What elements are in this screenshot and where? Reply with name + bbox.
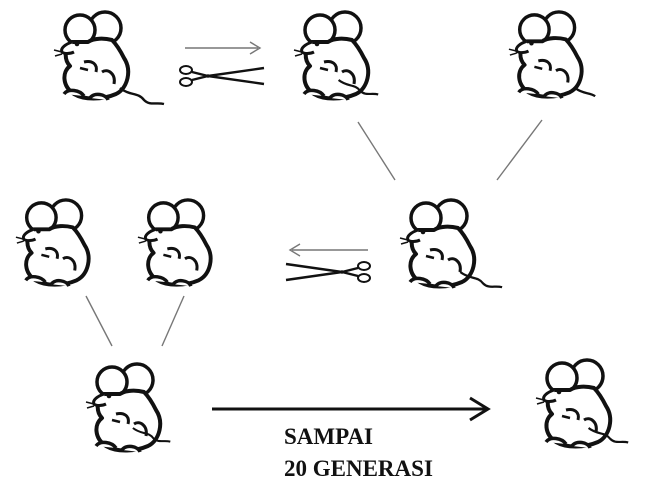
scissors-icon bbox=[284, 260, 372, 284]
connector-line bbox=[161, 295, 185, 347]
mouse-icon bbox=[135, 197, 213, 289]
mouse-icon bbox=[534, 358, 630, 450]
connector-line bbox=[496, 119, 543, 181]
mouse-icon bbox=[506, 9, 597, 101]
connector-line bbox=[85, 295, 113, 347]
mouse-icon bbox=[398, 198, 504, 290]
caption-line-2: 20 GENERASI bbox=[284, 456, 433, 481]
arrow-right-icon bbox=[212, 396, 491, 422]
mouse-icon bbox=[292, 10, 380, 102]
mouse-icon bbox=[84, 362, 172, 454]
arrow-right-icon bbox=[185, 41, 262, 55]
arrow-left-icon bbox=[288, 243, 368, 257]
caption-line-1: SAMPAI bbox=[284, 424, 373, 449]
connector-line bbox=[357, 121, 396, 181]
scissors-icon bbox=[178, 64, 266, 88]
mouse-icon bbox=[13, 197, 91, 289]
mouse-icon bbox=[52, 10, 166, 106]
